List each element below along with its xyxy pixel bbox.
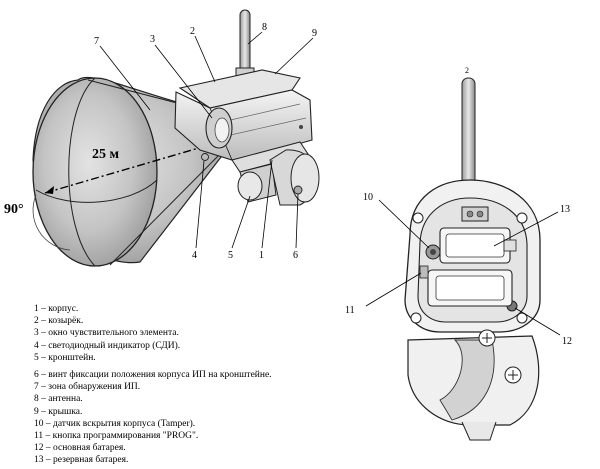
angle-label: 90° bbox=[4, 202, 24, 217]
detector-housing bbox=[174, 9, 313, 173]
legend-item: 12 – основная батарея. bbox=[34, 443, 126, 454]
legend-item: 7 – зона обнаружения ИП. bbox=[34, 382, 141, 393]
callout-9: 9 bbox=[312, 28, 317, 39]
callout-1: 1 bbox=[259, 250, 264, 261]
callout-5: 5 bbox=[228, 250, 233, 261]
bracket bbox=[237, 149, 320, 206]
opened-detector bbox=[404, 77, 541, 441]
callout-4: 4 bbox=[192, 250, 197, 261]
callout-13: 13 bbox=[560, 204, 570, 215]
legend-item: 1 – корпус. bbox=[34, 304, 79, 314]
legend-item: 5 – кронштейн. bbox=[34, 352, 96, 363]
legend-item: 2 – козырёк. bbox=[34, 316, 84, 327]
range-label: 25 м bbox=[92, 147, 120, 162]
legend-item: 13 – резервная батарея. bbox=[34, 455, 129, 466]
left-callout-labels: 1 2 3 4 5 6 7 8 9 bbox=[94, 22, 317, 261]
callout-10: 10 bbox=[363, 192, 373, 203]
parts-legend: 1 – корпус. 2 – козырёк. 3 – окно чувств… bbox=[34, 303, 334, 467]
callout-12: 12 bbox=[562, 336, 572, 347]
callout-7: 7 bbox=[94, 36, 99, 47]
right-callout-labels: 2 10 11 12 13 bbox=[345, 66, 572, 347]
legend-item: 11 – кнопка программирования "PROG". bbox=[34, 431, 199, 442]
callout-6: 6 bbox=[293, 250, 298, 261]
left-leaders bbox=[99, 31, 314, 249]
legend-item: 8 – антенна. bbox=[34, 394, 83, 405]
callout-2: 2 bbox=[190, 26, 195, 37]
right-leaders bbox=[365, 199, 561, 336]
callout-11: 11 bbox=[345, 305, 355, 316]
legend-item: 9 – крышка. bbox=[34, 406, 83, 417]
callout-r-2: 2 bbox=[465, 66, 469, 75]
callout-3: 3 bbox=[150, 34, 155, 45]
legend-item: 4 – светодиодный индикатор (СДИ). bbox=[34, 340, 181, 351]
legend-item: 10 – датчик вскрытия корпуса (Tamper). bbox=[34, 418, 196, 429]
legend-item: 3 – окно чувствительного элемента. bbox=[34, 328, 179, 339]
legend-item: 6 – винт фиксации положения корпуса ИП н… bbox=[34, 370, 272, 381]
callout-8: 8 bbox=[262, 22, 267, 33]
